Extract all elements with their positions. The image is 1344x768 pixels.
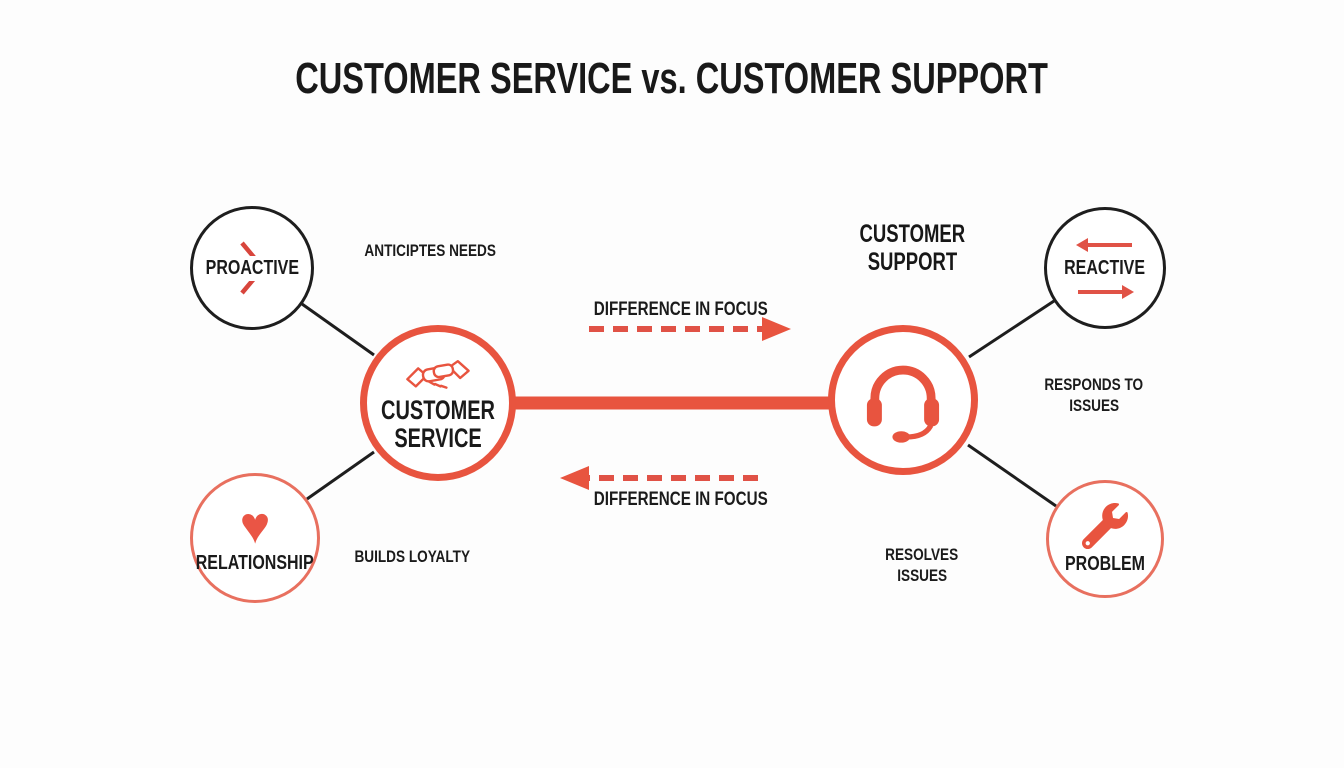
focus-arrow-left <box>560 466 758 490</box>
customer-support-hub <box>828 325 978 475</box>
headset-icon <box>866 365 940 443</box>
problem-label: PROBLEM <box>1065 552 1145 575</box>
arrow-right-icon <box>1078 284 1134 299</box>
focus-label-top: DIFFERENCE IN FOCUS <box>593 299 768 320</box>
handshake-icon <box>406 360 470 390</box>
reactive-label: REACTIVE <box>1064 256 1146 279</box>
note-resolves-issues: RESOLVES ISSUES <box>885 545 959 586</box>
proactive-node: PROACTIVE <box>190 206 314 330</box>
wrench-icon <box>1082 502 1128 549</box>
relationship-label: RELATIONSHIP <box>196 551 314 574</box>
note-anticipates-needs: ANTICIPTES NEEDS <box>364 241 496 260</box>
page-title: CUSTOMER SERVICE vs. CUSTOMER SUPPORT <box>295 54 1049 103</box>
relationship-node: ♥ RELATIONSHIP <box>190 473 320 603</box>
focus-label-bottom: DIFFERENCE IN FOCUS <box>593 489 768 510</box>
note-responds-to-issues: RESPONDS TO ISSUES <box>1044 375 1144 416</box>
reactive-node: REACTIVE <box>1044 207 1166 329</box>
note-builds-loyalty: BUILDS LOYALTY <box>354 547 471 566</box>
proactive-label: PROACTIVE <box>203 255 301 281</box>
arrow-left-icon <box>1076 237 1132 252</box>
problem-node: PROBLEM <box>1046 480 1164 598</box>
customer-service-hub: CUSTOMER SERVICE <box>360 325 516 481</box>
customer-service-label: CUSTOMER SERVICE <box>381 395 495 453</box>
customer-support-heading: CUSTOMER SUPPORT <box>859 220 965 276</box>
heart-icon: ♥ <box>239 496 271 555</box>
focus-arrow-right <box>589 317 791 341</box>
